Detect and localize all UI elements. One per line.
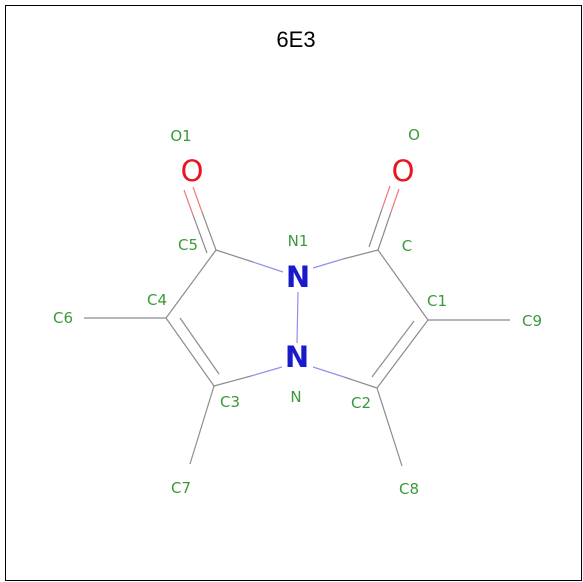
atom-symbol-o1: O bbox=[181, 154, 204, 188]
bond-c1-c2 bbox=[376, 319, 429, 389]
atom-label-c6: C6 bbox=[53, 309, 73, 327]
atom-label-n1: N1 bbox=[288, 232, 309, 250]
bond-c5-o1-b bbox=[192, 214, 208, 254]
atom-label-o1: O1 bbox=[170, 127, 191, 145]
atom-label-c2: C2 bbox=[351, 394, 371, 412]
atom-label-c5: C5 bbox=[178, 236, 198, 254]
bond-c-o-a-o bbox=[390, 188, 400, 213]
bond-n1-c-c bbox=[342, 249, 379, 260]
atom-label-c9: C9 bbox=[522, 312, 542, 330]
atom-label-c3: C3 bbox=[220, 393, 240, 411]
atom-label-c8: C8 bbox=[399, 480, 419, 498]
bond-c5-n1-n bbox=[252, 261, 284, 273]
atom-symbol-n: N bbox=[285, 340, 309, 374]
bond-n-c2-n bbox=[312, 366, 345, 378]
bond-c2-c8 bbox=[376, 387, 403, 467]
atom-label-c1: C1 bbox=[427, 292, 447, 310]
bond-c-o-a bbox=[377, 211, 392, 251]
atom-label-c7: C7 bbox=[171, 479, 191, 497]
bond-c-c1 bbox=[377, 249, 429, 321]
atom-label-c: C bbox=[402, 237, 412, 255]
bond-c4-c3 bbox=[165, 317, 215, 387]
atom-label-n: N bbox=[290, 388, 301, 406]
bond-c-o-b-o bbox=[381, 185, 391, 210]
molecule-title: 6E3 bbox=[276, 27, 315, 52]
bond-c3-c7 bbox=[189, 385, 215, 465]
bond-c1-c2-double bbox=[371, 320, 415, 378]
atom-label-c4: C4 bbox=[147, 291, 167, 309]
atom-label-o: O bbox=[408, 126, 420, 144]
bond-c5-n1-c bbox=[215, 249, 254, 263]
molecule-viewport bbox=[5, 5, 582, 581]
bond-c5-o1-a bbox=[201, 211, 217, 251]
atom-symbol-n1: N bbox=[286, 260, 310, 294]
bond-c4-c5 bbox=[165, 249, 217, 319]
bond-c5-o1-b-o bbox=[183, 189, 194, 216]
bond-c3-n-n bbox=[250, 366, 283, 377]
bond-c5-o1-a-o bbox=[192, 186, 203, 213]
bond-n1-n bbox=[296, 291, 299, 344]
bond-c4-c3-double bbox=[179, 317, 220, 375]
bond-n-c2-c bbox=[343, 376, 378, 389]
bond-c-o-b bbox=[368, 208, 383, 248]
bond-n1-c-n bbox=[312, 258, 344, 269]
bond-c3-n-c bbox=[213, 375, 252, 387]
atom-symbol-o: O bbox=[392, 154, 415, 188]
